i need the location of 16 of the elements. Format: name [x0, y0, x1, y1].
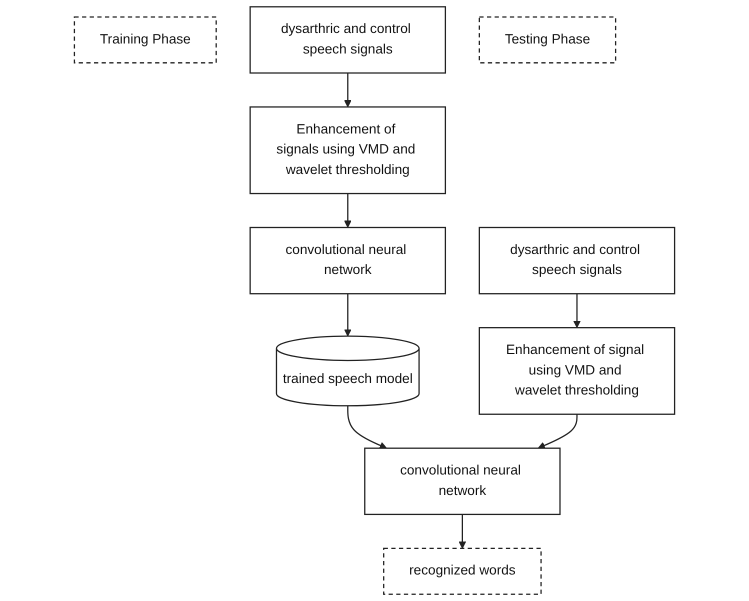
- node-box: convolutional neural network: [364, 448, 561, 516]
- node-box: recognized words: [383, 548, 542, 595]
- arrow: [344, 194, 352, 228]
- node-box: Enhancement of signal using VMD and wavelet thresholding: [478, 327, 676, 415]
- arrow: [538, 414, 578, 449]
- node-box: Testing Phase: [478, 16, 616, 64]
- arrow: [573, 294, 581, 328]
- node-box: Enhancement of signals using VMD and wavelet thresholding: [250, 106, 446, 194]
- node-box: dysarthric and control speech signals: [478, 226, 676, 294]
- arrow: [458, 514, 466, 549]
- node-box: dysarthric and control speech signals: [250, 6, 446, 74]
- node-box: convolutional neural network: [250, 226, 446, 294]
- arrow: [344, 294, 352, 336]
- arrow: [347, 406, 387, 449]
- arrow: [344, 73, 352, 108]
- node-box: Training Phase: [74, 16, 217, 64]
